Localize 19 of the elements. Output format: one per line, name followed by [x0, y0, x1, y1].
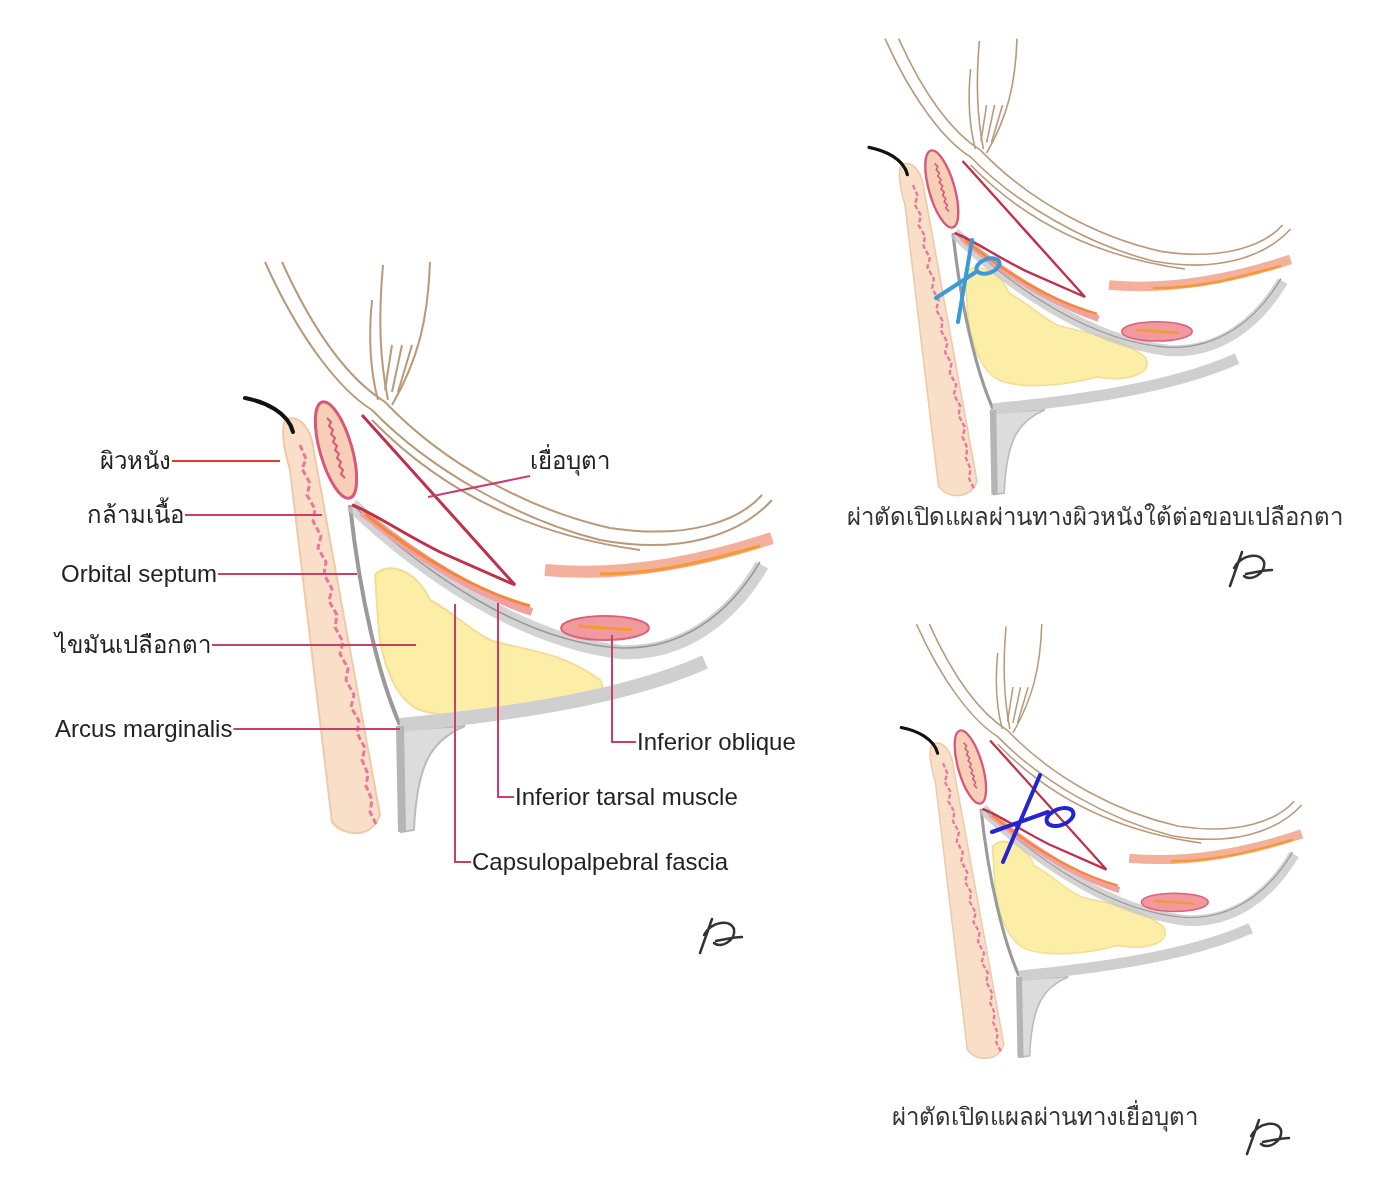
caption: ผ่าตัดเปิดแผลผ่านทางเยื่อบุตา: [860, 1102, 1230, 1132]
part-label: Inferior tarsal muscle: [515, 782, 738, 812]
leader-line: [171, 460, 281, 462]
leader-line: [232, 728, 401, 730]
part-label: เยื่อบุตา: [530, 446, 610, 476]
part-label: Arcus marginalis: [55, 714, 233, 744]
caption: ผ่าตัดเปิดแผลผ่านทางผิวหนังใต้ต่อขอบเปลือกตา: [846, 502, 1344, 532]
leader-line: [217, 573, 358, 575]
leader-line: [184, 514, 323, 516]
part-label: ไขมันเปลือกตา: [55, 630, 211, 660]
leader-line: [427, 475, 531, 498]
leader-line: [611, 634, 637, 743]
part-label: Inferior oblique: [637, 727, 796, 757]
leader-line: [497, 602, 515, 798]
part-label: ผิวหนัง: [100, 446, 171, 476]
part-label: Orbital septum: [61, 559, 218, 589]
leader-line: [454, 603, 472, 863]
part-label: Capsulopalpebral fascia: [472, 847, 729, 877]
leader-line: [211, 644, 417, 646]
